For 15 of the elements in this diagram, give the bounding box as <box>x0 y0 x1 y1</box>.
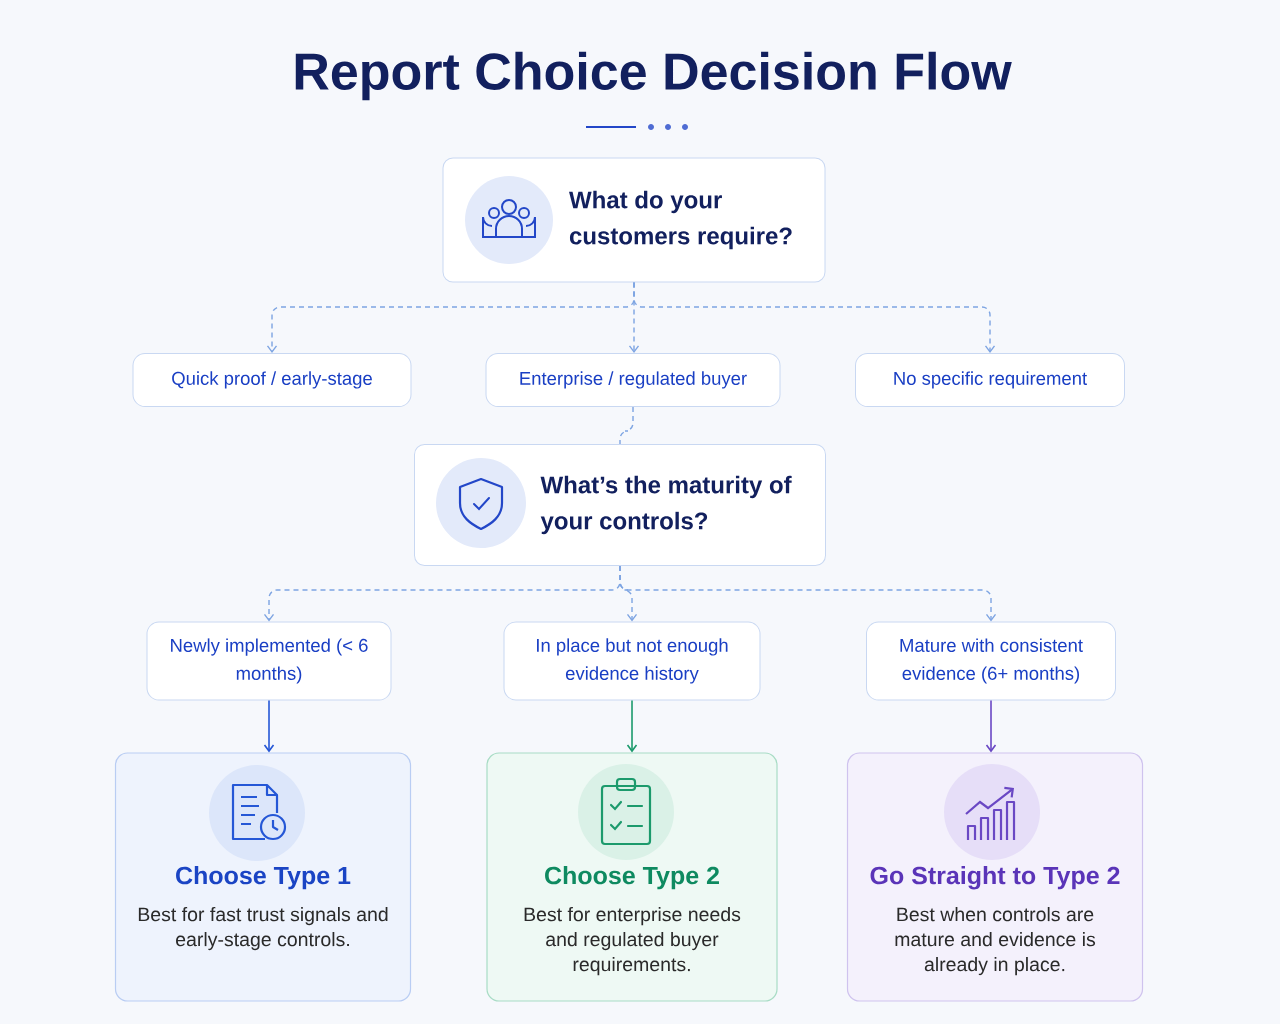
result-card: Choose Type 2 Best for enterprise needs and regulated buyer requirements. <box>486 752 778 1002</box>
option-box: Enterprise / regulated buyer <box>485 353 781 407</box>
option-box: Newly implemented (< 6 months) <box>146 621 392 701</box>
option-box: Mature with consistent evidence (6+ months) <box>866 621 1116 701</box>
connector-arrow <box>619 565 997 622</box>
title: Report Choice Decision Flow <box>295 51 1012 101</box>
option-box: No specific requirement <box>855 353 1125 407</box>
result-card: Go Straight to Type 2 Best when controls are mature and evidence is already in place. <box>846 752 1144 1002</box>
connector-arrow <box>263 699 275 753</box>
option-box: In place but not enough evidence history <box>503 621 761 701</box>
connector-arrow <box>633 281 996 353</box>
option-box: Quick proof / early-stage <box>132 353 412 407</box>
connector-arrow <box>626 699 638 753</box>
result-card: Choose Type 1 Best for fast trust signals and early-stage controls. <box>114 752 412 1002</box>
connector-arrow <box>985 699 997 753</box>
